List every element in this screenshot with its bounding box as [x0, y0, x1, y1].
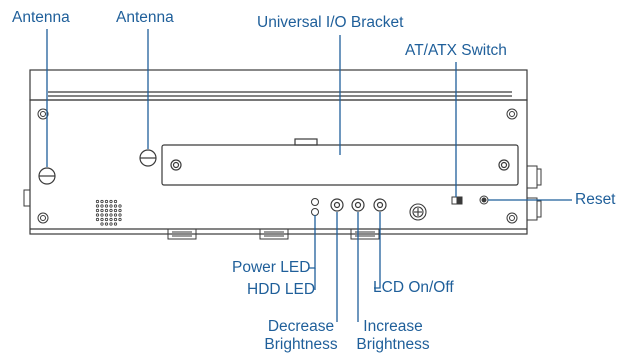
- grille-hole: [104, 204, 109, 208]
- power-led: [311, 198, 319, 206]
- grille-hole: [113, 217, 118, 222]
- bottom-rails: [167, 228, 380, 240]
- lcd-onoff-button: [373, 198, 387, 212]
- grille-hole: [118, 217, 122, 222]
- grille-hole: [109, 213, 113, 217]
- grille-hole: [118, 204, 122, 208]
- label-at-atx-switch: AT/ATX Switch: [405, 42, 507, 59]
- label-decrease-brightness: Decrease Brightness: [256, 318, 346, 354]
- label-hdd-led: HDD LED: [247, 281, 316, 298]
- leader-lines: [46, 29, 572, 322]
- label-increase-line1: Increase: [363, 318, 423, 335]
- antenna-port-left: [38, 167, 56, 185]
- grille-hole: [95, 204, 100, 208]
- label-lcd-onoff: LCD On/Off: [373, 279, 454, 296]
- grille-hole: [104, 213, 109, 217]
- grille-hole: [118, 208, 122, 213]
- ground-screw: [409, 203, 427, 221]
- grille-hole: [113, 208, 118, 213]
- decrease-brightness-button: [330, 198, 344, 212]
- label-antenna-right: Antenna: [116, 9, 174, 26]
- label-increase-brightness: Increase Brightness: [348, 318, 438, 354]
- grille-hole: [104, 222, 109, 226]
- grille-hole: [100, 213, 104, 217]
- label-universal-io-bracket: Universal I/O Bracket: [257, 14, 404, 31]
- grille-hole: [109, 217, 113, 222]
- label-power-led: Power LED: [232, 259, 311, 276]
- leader-lcd-onoff: [374, 212, 381, 289]
- grille-hole: [118, 213, 122, 217]
- speaker-grille: [95, 199, 122, 226]
- grille-hole: [104, 208, 109, 213]
- increase-brightness-button: [351, 198, 365, 212]
- grille-hole: [95, 217, 100, 222]
- antenna-port-right: [139, 149, 157, 167]
- at-atx-switch: [451, 196, 463, 205]
- grille-hole: [109, 208, 113, 213]
- grille-hole: [113, 213, 118, 217]
- grille-hole: [100, 204, 104, 208]
- grille-hole: [100, 217, 104, 222]
- grille-hole: [104, 217, 109, 222]
- label-decrease-line2: Brightness: [264, 336, 338, 353]
- reset-button: [479, 195, 489, 205]
- grille-hole: [100, 222, 104, 226]
- grille-hole: [109, 199, 113, 204]
- label-antenna-left: Antenna: [12, 9, 70, 26]
- chassis-body: [29, 99, 528, 235]
- grille-hole: [95, 208, 100, 213]
- label-increase-line2: Brightness: [356, 336, 430, 353]
- grille-hole: [113, 199, 118, 204]
- grille-hole: [100, 208, 104, 213]
- grille-hole: [109, 204, 113, 208]
- grille-hole: [95, 199, 100, 204]
- label-decrease-line1: Decrease: [267, 318, 335, 335]
- top-lid: [29, 69, 528, 101]
- grille-hole: [109, 222, 113, 226]
- grille-hole: [95, 213, 100, 217]
- grille-hole: [104, 199, 109, 204]
- corner-screws: [37, 108, 518, 224]
- label-reset: Reset: [575, 191, 616, 208]
- grille-hole: [113, 222, 118, 226]
- grille-hole: [113, 204, 118, 208]
- side-connectors: [23, 165, 542, 221]
- grille-hole: [100, 199, 104, 204]
- hdd-led: [311, 208, 319, 216]
